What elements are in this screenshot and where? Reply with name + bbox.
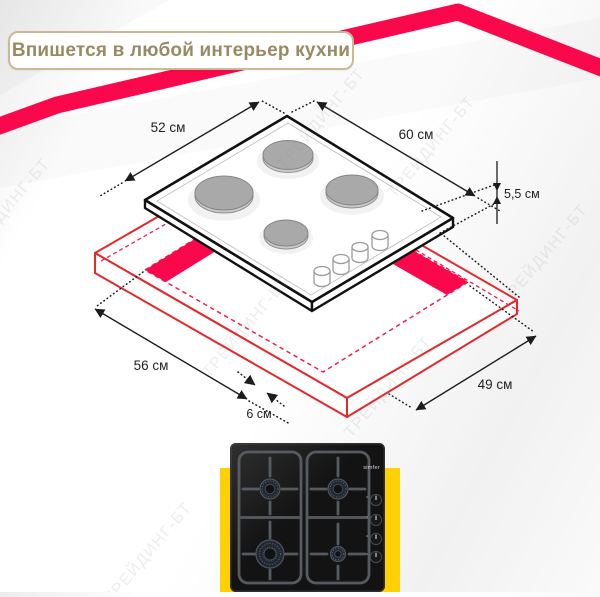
burner-bottom [259, 219, 313, 254]
dimension-52cm: 52 см [99, 100, 285, 197]
knob-drawing [313, 265, 331, 288]
knob-drawing [332, 253, 350, 276]
photo-knob [366, 493, 383, 507]
watermark-text: ТРЕЙДИНГ-БТ [100, 498, 196, 592]
knob-drawing [351, 241, 369, 264]
dim-label-6: 6 см [246, 407, 271, 421]
dim-label-49: 49 см [478, 377, 513, 392]
countertop-inner-dashed-line [100, 163, 520, 312]
watermark-text: ТРЕЙДИНГ-БТ [496, 200, 592, 309]
product-photo: simfer [230, 443, 385, 592]
dim-label-52: 52 см [151, 120, 186, 135]
dim-label-56: 56 см [134, 358, 169, 373]
photo-knob [366, 532, 383, 546]
construction-dotted-line [437, 230, 520, 298]
headline-text: Впишется в любой интерьер кухни [11, 39, 351, 61]
dimension-6cm: 6 см [237, 371, 285, 421]
dimension-60cm: 60 см [291, 100, 501, 212]
dimension-5-5cm: 5,5 см [421, 161, 540, 234]
knob-drawing [371, 229, 389, 252]
photo-knobs [366, 493, 383, 564]
headline-badge: Впишется в любой интерьер кухни [8, 31, 354, 70]
dimension-49cm: 49 см [388, 285, 537, 411]
brand-logo: simfer [363, 465, 380, 471]
photo-knob [366, 550, 383, 564]
dimensions: 52 см 60 см 5,5 см 56 см [94, 100, 540, 425]
photo-knob [366, 513, 383, 527]
burner-top [257, 140, 319, 179]
product-photo-render: simfer [230, 443, 385, 592]
photo-burner-top-right [327, 478, 349, 500]
burner-left [188, 175, 260, 221]
photo-burners [255, 478, 349, 569]
dimension-56cm: 56 см [94, 271, 291, 425]
photo-burner-bottom-left-wok [255, 539, 285, 569]
pan-grates [237, 450, 371, 585]
dim-label-5-5: 5,5 см [504, 187, 540, 201]
dim-label-60: 60 см [399, 127, 434, 142]
grate-left [237, 450, 303, 585]
photo-burner-bottom-right [329, 545, 347, 563]
photo-burner-top-left [259, 478, 281, 500]
grate-right [305, 450, 371, 585]
control-knobs-drawing [313, 229, 389, 288]
